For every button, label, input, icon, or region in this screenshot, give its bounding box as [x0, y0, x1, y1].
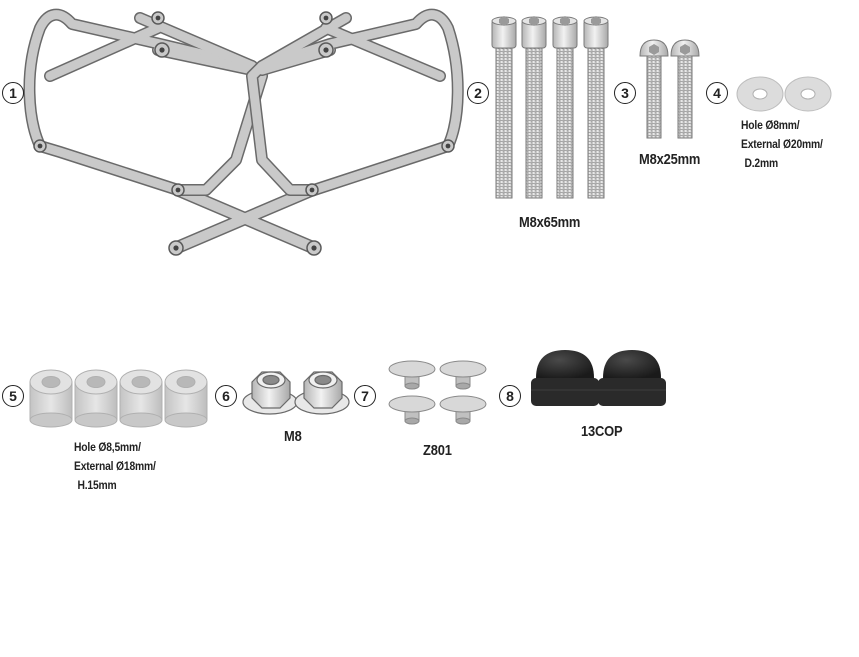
washer-spec-line: External Ø20mm/ [741, 137, 823, 151]
nut-size-label: M8 [284, 428, 302, 445]
long-bolt-size-label: M8x65mm [519, 214, 581, 231]
item-number-badge: 1 [2, 82, 24, 104]
spacer-spec-label: Hole Ø8,5mm/ External Ø18mm/ H.15mm [74, 438, 156, 495]
item-number-badge: 8 [499, 385, 521, 407]
rivet-code-label: Z801 [423, 442, 452, 459]
item-number-badge: 5 [2, 385, 24, 407]
rivets-drawing [388, 360, 487, 425]
item-number-badge: 4 [706, 82, 728, 104]
washer-spec-line: D.2mm [744, 156, 778, 170]
short-bolts-drawing [639, 39, 700, 139]
spacer-spec-line: H.15mm [77, 478, 117, 492]
spacers-drawing [29, 369, 208, 428]
pannier-frame-drawing [23, 8, 464, 256]
washer-spec-line: Hole Ø8mm/ [741, 118, 800, 132]
nuts-drawing [242, 371, 350, 415]
item-number-badge: 2 [467, 82, 489, 104]
caps-drawing [531, 350, 666, 406]
item-number-badge: 6 [215, 385, 237, 407]
item-number-badge: 7 [354, 385, 376, 407]
spacer-spec-line: External Ø18mm/ [74, 459, 156, 473]
cap-code-label: 13COP [581, 423, 623, 440]
long-bolts-drawing [491, 16, 609, 199]
item-number-badge: 3 [614, 82, 636, 104]
spacer-spec-line: Hole Ø8,5mm/ [74, 440, 141, 454]
short-bolt-size-label: M8x25mm [639, 151, 701, 168]
washers-drawing [736, 76, 832, 112]
washer-spec-label: Hole Ø8mm/ External Ø20mm/ D.2mm [741, 116, 823, 173]
